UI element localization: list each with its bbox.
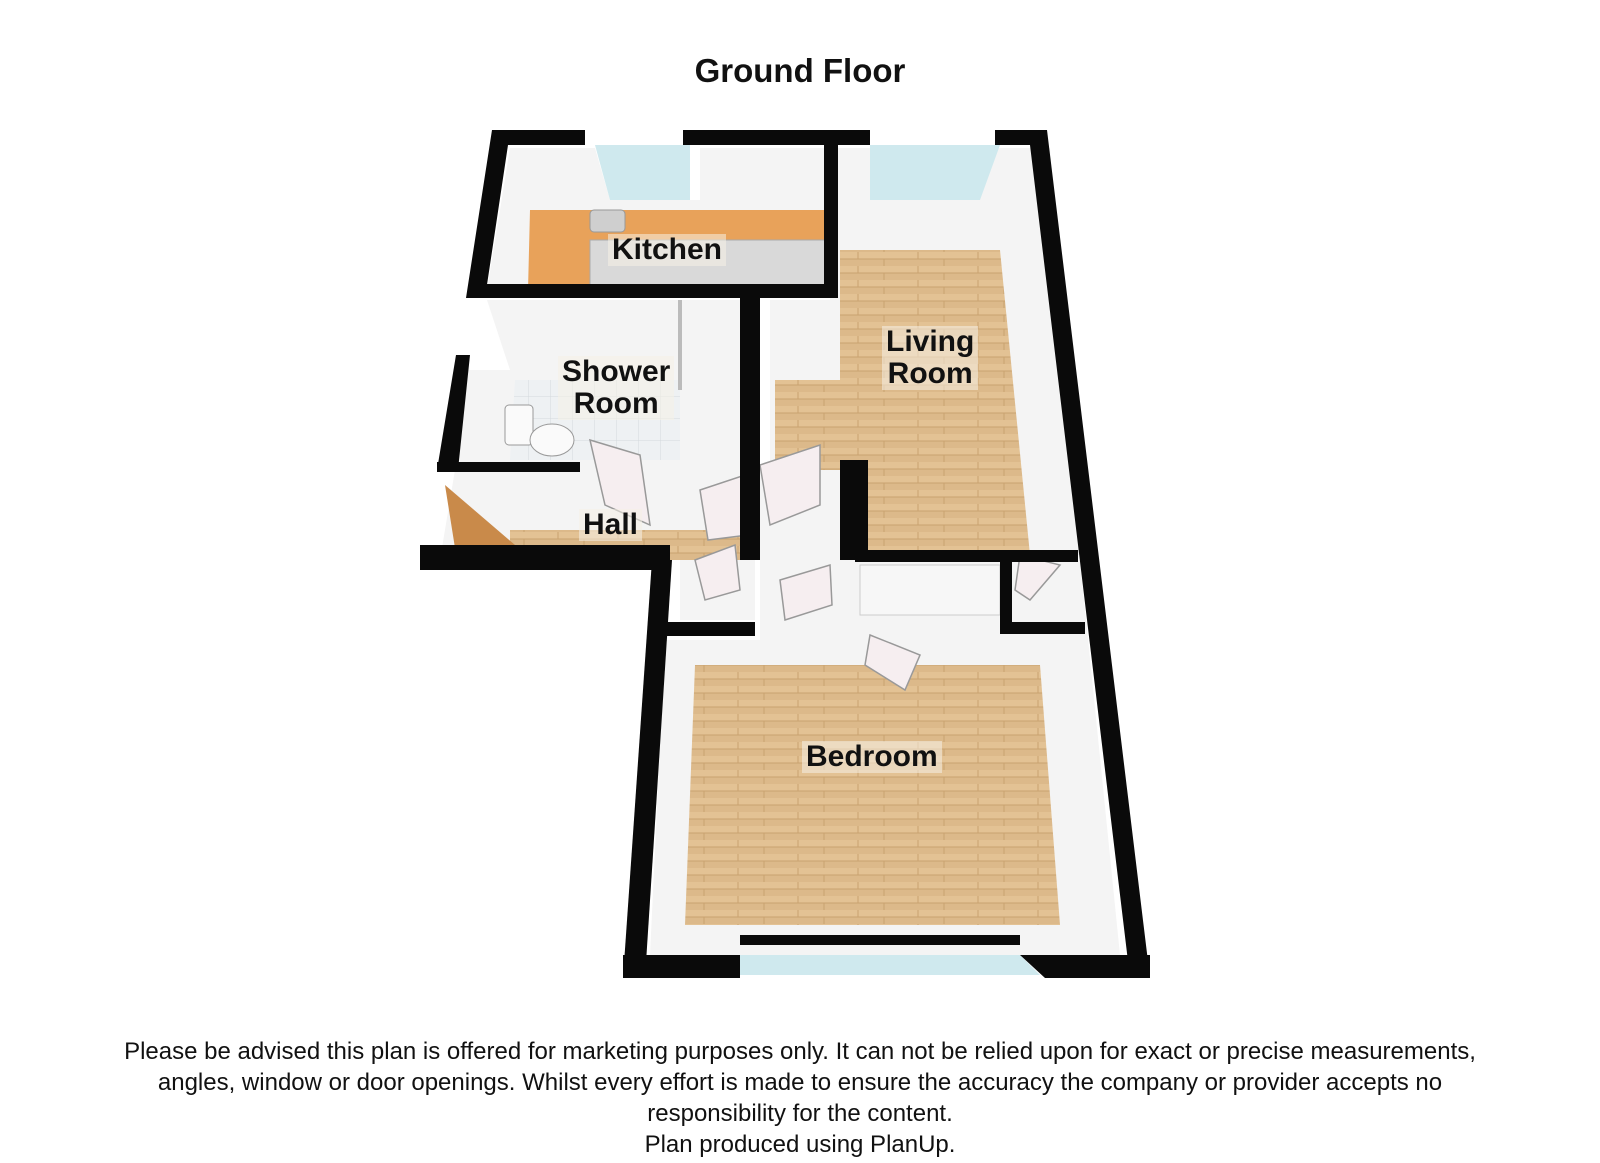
toilet-icon (529, 423, 575, 457)
disclaimer-line: angles, window or door openings. Whilst … (157, 1069, 1443, 1096)
hall-label-text: Hall (583, 508, 639, 541)
living-window (870, 145, 1000, 200)
shower-room-label-line-2: Room (573, 387, 659, 420)
door (694, 543, 741, 601)
kitchen-room (487, 145, 830, 290)
shower-room-label-line-1: Shower (562, 355, 671, 388)
sink-icon (589, 209, 626, 233)
door (588, 438, 651, 527)
disclaimer-line: responsibility for the content. (647, 1100, 953, 1127)
bedroom-window (740, 955, 1040, 975)
living-room-label: Living Room (882, 325, 979, 390)
hall-label: Hall (579, 508, 643, 541)
disclaimer-line: Please be advised this plan is offered f… (124, 1038, 1476, 1065)
toilet-cistern-icon (504, 404, 534, 446)
disclaimer: Please be advised this plan is offered f… (20, 1036, 1580, 1160)
kitchen-window (595, 145, 690, 200)
disclaimer-line: Plan produced using PlanUp. (644, 1131, 956, 1158)
living-room-label-line-2: Room (887, 357, 973, 390)
kitchen-label-text: Kitchen (612, 233, 723, 266)
shower-room-label: Shower Room (558, 355, 675, 420)
walls (420, 130, 1150, 978)
door (864, 633, 921, 692)
front-door (445, 485, 515, 548)
plan-title: Ground Floor (694, 52, 906, 89)
bedroom-label: Bedroom (802, 741, 942, 773)
living-room-label-line-1: Living (886, 325, 975, 358)
wardrobe-recess (859, 564, 1001, 616)
doors (588, 438, 1062, 692)
door (779, 564, 833, 621)
kitchen-label: Kitchen (608, 233, 727, 266)
door (759, 443, 821, 527)
bedroom-label-text: Bedroom (806, 740, 938, 773)
